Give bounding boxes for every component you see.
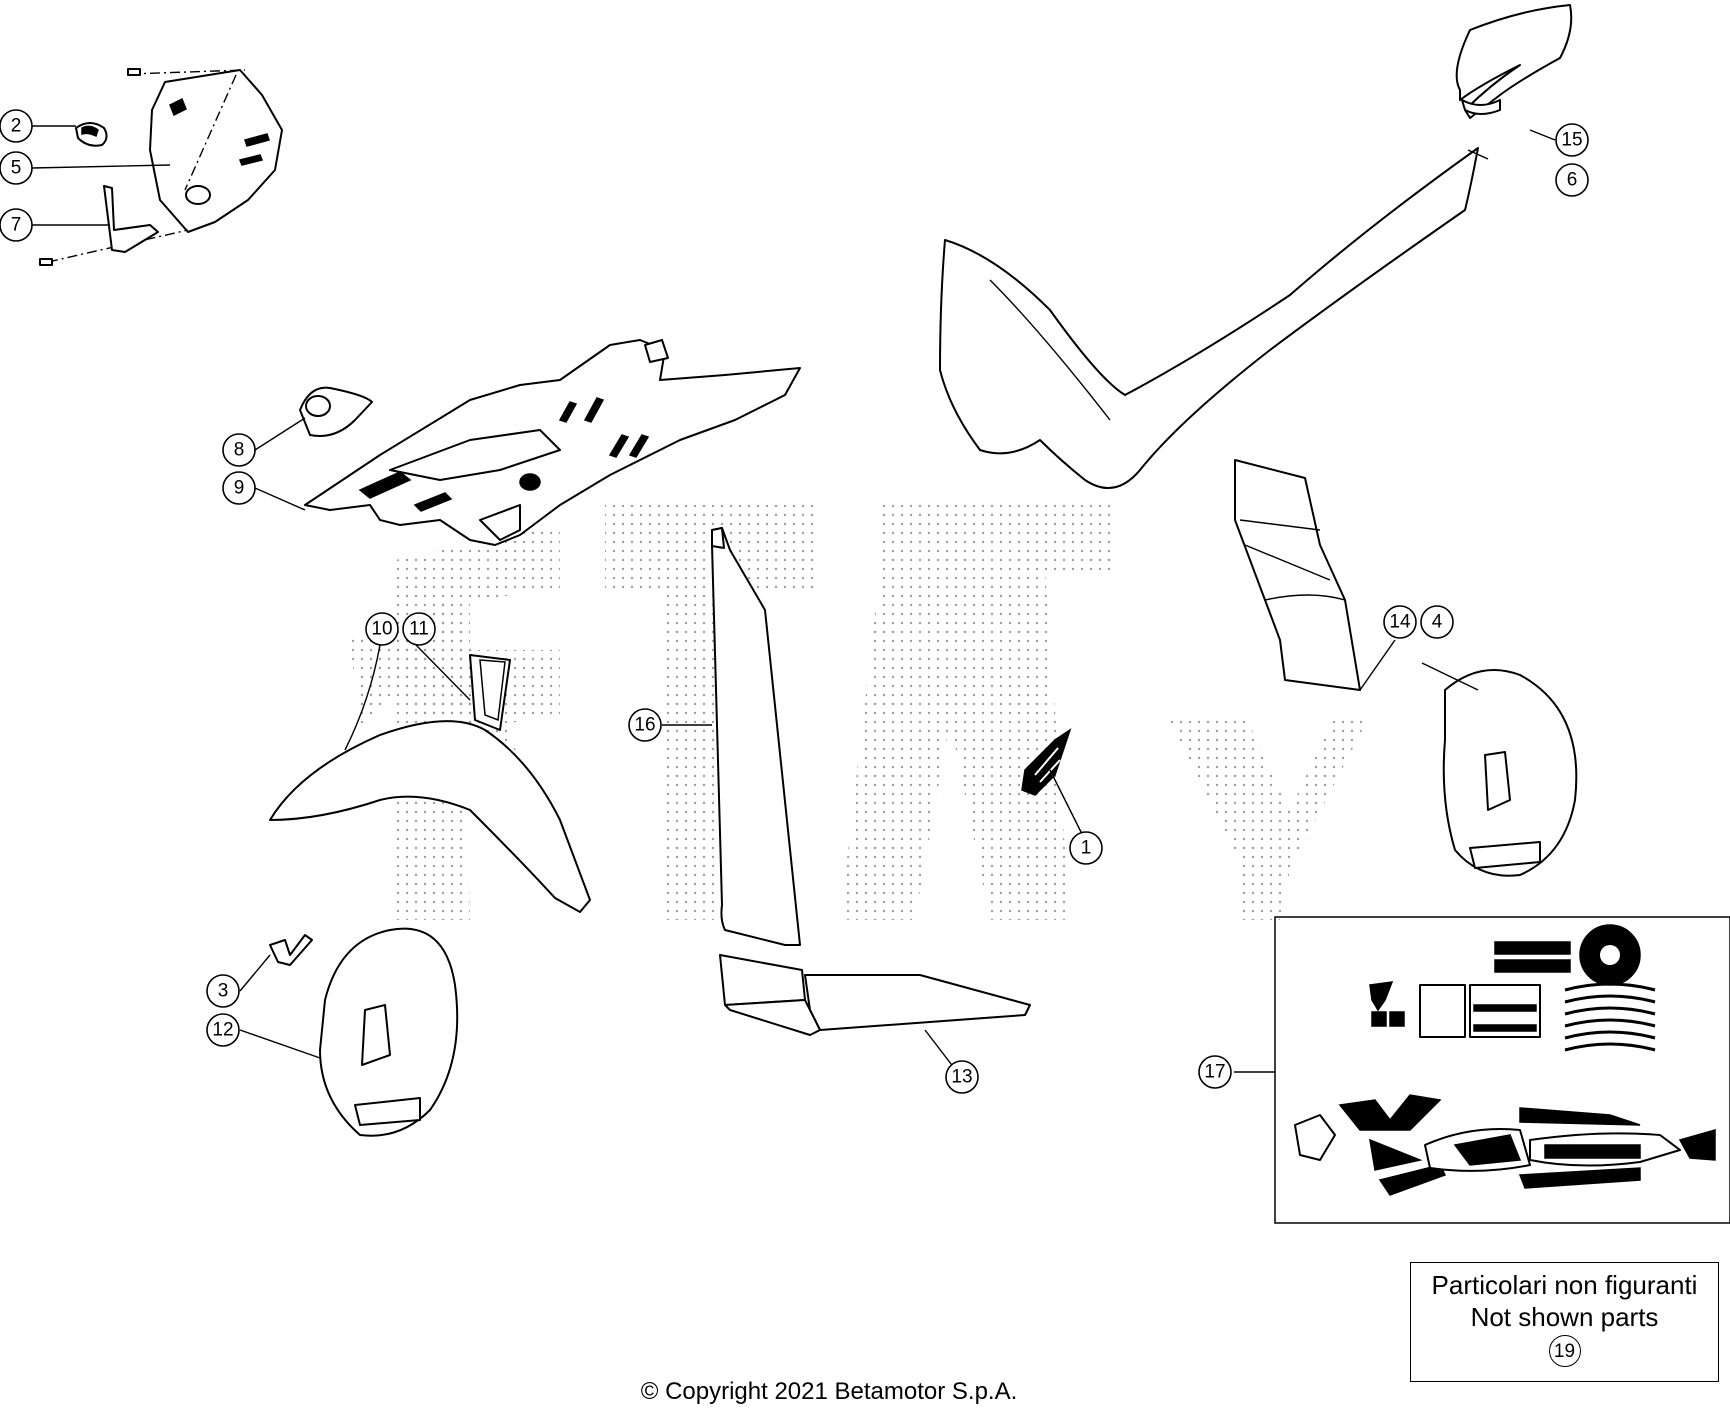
watermark	[350, 500, 1370, 920]
callout-4: 4	[1420, 605, 1454, 639]
callout-7: 7	[0, 208, 33, 242]
callout-5: 5	[0, 151, 33, 185]
callout-label-14: 14	[1389, 612, 1411, 633]
callout-label-16: 16	[634, 715, 655, 736]
callout-3: 3	[206, 974, 240, 1008]
callout-label-7: 7	[11, 215, 22, 236]
callout-11: 11	[402, 612, 436, 646]
leader-lines	[31, 125, 1556, 1074]
callout-17: 17	[1198, 1055, 1232, 1089]
side-cover-assembly	[304, 339, 801, 546]
callout-label-11: 11	[409, 619, 429, 640]
side-shroud	[1234, 459, 1361, 691]
callout-8: 8	[222, 433, 256, 467]
number-plate-right	[1442, 669, 1578, 877]
not-shown-parts-box: Particolari non figuranti Not shown part…	[1410, 1262, 1719, 1382]
front-fender	[269, 654, 591, 913]
callout-label-15: 15	[1561, 130, 1582, 151]
callout-label-13: 13	[951, 1067, 972, 1088]
decal-kit-frame	[1274, 916, 1730, 1224]
callout-label-3: 3	[218, 981, 229, 1002]
callout-12: 12	[206, 1013, 240, 1047]
callout-label-2: 2	[11, 116, 22, 137]
callout-9: 9	[222, 471, 256, 505]
callout-6: 6	[1555, 163, 1589, 197]
seat	[939, 147, 1479, 489]
callout-16: 16	[628, 708, 662, 742]
base-plate	[719, 954, 1031, 1036]
small-clip	[269, 934, 313, 966]
callout-13: 13	[945, 1060, 979, 1094]
callout-label-17: 17	[1204, 1062, 1225, 1083]
number-plate-left	[319, 927, 459, 1137]
callout-label-9: 9	[234, 478, 245, 499]
callout-15: 15	[1555, 123, 1589, 157]
callout-2: 2	[0, 109, 33, 143]
callout-label-6: 6	[1567, 170, 1578, 191]
callout-label-12: 12	[212, 1020, 233, 1041]
callout-1: 1	[1069, 831, 1103, 865]
callout-19: 19	[1548, 1335, 1581, 1367]
rubber-grommet	[299, 386, 373, 437]
callout-label-5: 5	[11, 158, 22, 179]
callout-label-10: 10	[371, 619, 392, 640]
headlight-mask-assembly	[39, 68, 283, 266]
seat-cover-part	[1455, 4, 1573, 119]
note-english: Not shown parts	[1470, 1302, 1659, 1332]
callout-label-4: 4	[1432, 612, 1443, 633]
callout-14: 14	[1383, 605, 1417, 639]
vertical-panel	[711, 527, 801, 946]
callout-label-8: 8	[234, 440, 245, 461]
copyright-notice: © Copyright 2021 Betamotor S.p.A.	[640, 1378, 1018, 1405]
callout-label-1: 1	[1081, 838, 1092, 859]
note-italian: Particolari non figuranti	[1431, 1270, 1698, 1300]
callout-10: 10	[365, 612, 399, 646]
